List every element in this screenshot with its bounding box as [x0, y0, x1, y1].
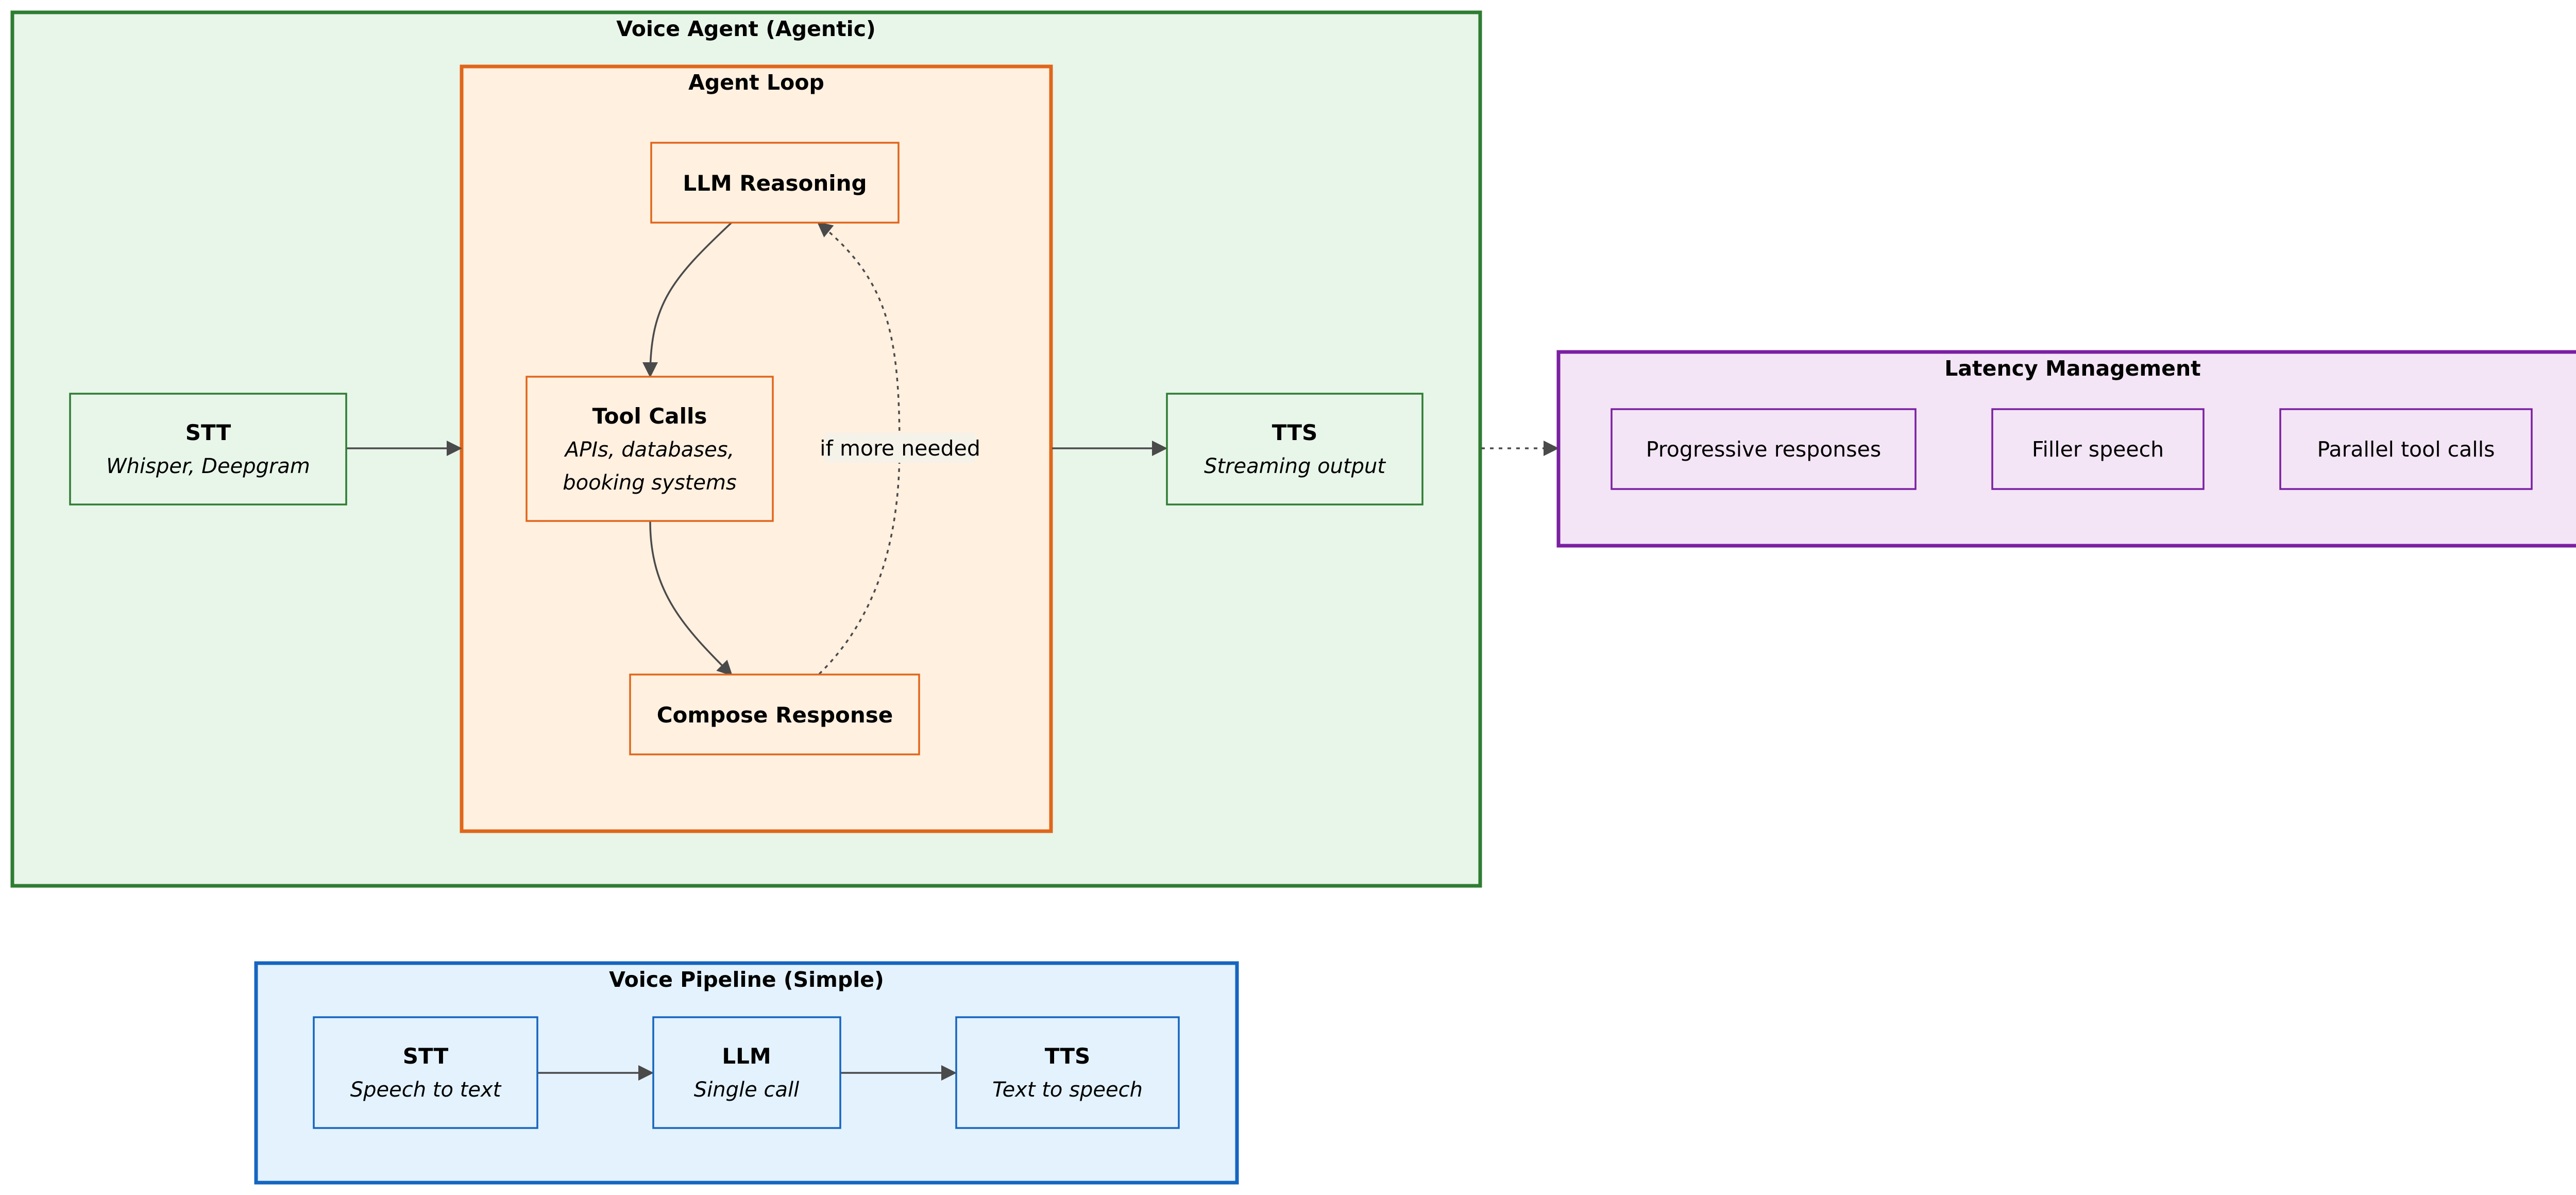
latency-item-progressive-responses-label: Progressive responses — [1646, 437, 1881, 462]
node-tool-calls-sub-line1: APIs, databases, — [564, 438, 735, 462]
edge-reasoning-to-tool-calls — [642, 222, 733, 378]
loop-label-background — [825, 433, 975, 463]
node-stt-simple: STT Speech to text — [313, 1016, 538, 1129]
node-llm-reasoning-box — [650, 142, 900, 224]
node-stt-simple-title: STT — [403, 1043, 449, 1069]
node-tts-agentic-sub: Streaming output — [1204, 455, 1386, 478]
node-stt-agentic-box — [69, 393, 347, 506]
edge-compose-to-reasoning-loop — [817, 222, 901, 675]
latency-item-parallel-tool-calls-box — [2279, 408, 2533, 490]
loop-label-text: if more needed — [820, 436, 980, 461]
node-tts-agentic-title: TTS — [1272, 420, 1318, 445]
edge-tool-calls-to-compose — [649, 521, 733, 677]
node-compose-response: Compose Response — [629, 674, 920, 755]
latency-group-title: Latency Management — [1944, 356, 2201, 381]
node-tool-calls-box — [526, 376, 774, 522]
agent-loop-group-title: Agent Loop — [688, 70, 824, 95]
node-stt-simple-box — [313, 1016, 538, 1129]
latency-item-parallel-tool-calls: Parallel tool calls — [2279, 408, 2533, 490]
node-tool-calls-sub-line2: booking systems — [563, 471, 737, 495]
latency-item-filler-speech: Filler speech — [1991, 408, 2205, 490]
loop-label: if more needed — [820, 433, 980, 463]
node-tts-simple: TTS Text to speech — [955, 1016, 1180, 1129]
node-llm-simple-box — [652, 1016, 841, 1129]
node-llm-simple-title: LLM — [722, 1043, 771, 1069]
node-tts-agentic: TTS Streaming output — [1166, 393, 1423, 506]
node-stt-agentic: STT Whisper, Deepgram — [69, 393, 347, 506]
node-compose-response-title: Compose Response — [657, 702, 893, 728]
latency-item-progressive-responses: Progressive responses — [1611, 408, 1917, 490]
latency-item-filler-speech-box — [1991, 408, 2205, 490]
node-tts-simple-box — [955, 1016, 1180, 1129]
node-llm-reasoning: LLM Reasoning — [650, 142, 900, 224]
node-tts-simple-sub: Text to speech — [992, 1078, 1143, 1102]
latency-item-progressive-responses-box — [1611, 408, 1917, 490]
node-llm-simple: LLM Single call — [652, 1016, 841, 1129]
node-stt-agentic-sub: Whisper, Deepgram — [106, 455, 310, 478]
latency-item-parallel-tool-calls-label: Parallel tool calls — [2317, 437, 2495, 462]
node-tts-agentic-box — [1166, 393, 1423, 506]
voice-pipeline-group-title: Voice Pipeline (Simple) — [609, 967, 884, 992]
node-llm-reasoning-title: LLM Reasoning — [683, 171, 867, 196]
node-tool-calls-title: Tool Calls — [592, 403, 707, 429]
latency-item-filler-speech-label: Filler speech — [2032, 437, 2164, 462]
node-stt-simple-sub: Speech to text — [350, 1078, 502, 1102]
voice-agent-group-title: Voice Agent (Agentic) — [616, 16, 876, 41]
node-tts-simple-title: TTS — [1045, 1043, 1091, 1069]
edges — [346, 222, 1559, 1081]
node-llm-simple-sub: Single call — [694, 1078, 799, 1102]
node-tool-calls: Tool Calls APIs, databases, booking syst… — [526, 376, 774, 522]
node-compose-response-box — [629, 674, 920, 755]
node-stt-agentic-title: STT — [185, 420, 231, 445]
